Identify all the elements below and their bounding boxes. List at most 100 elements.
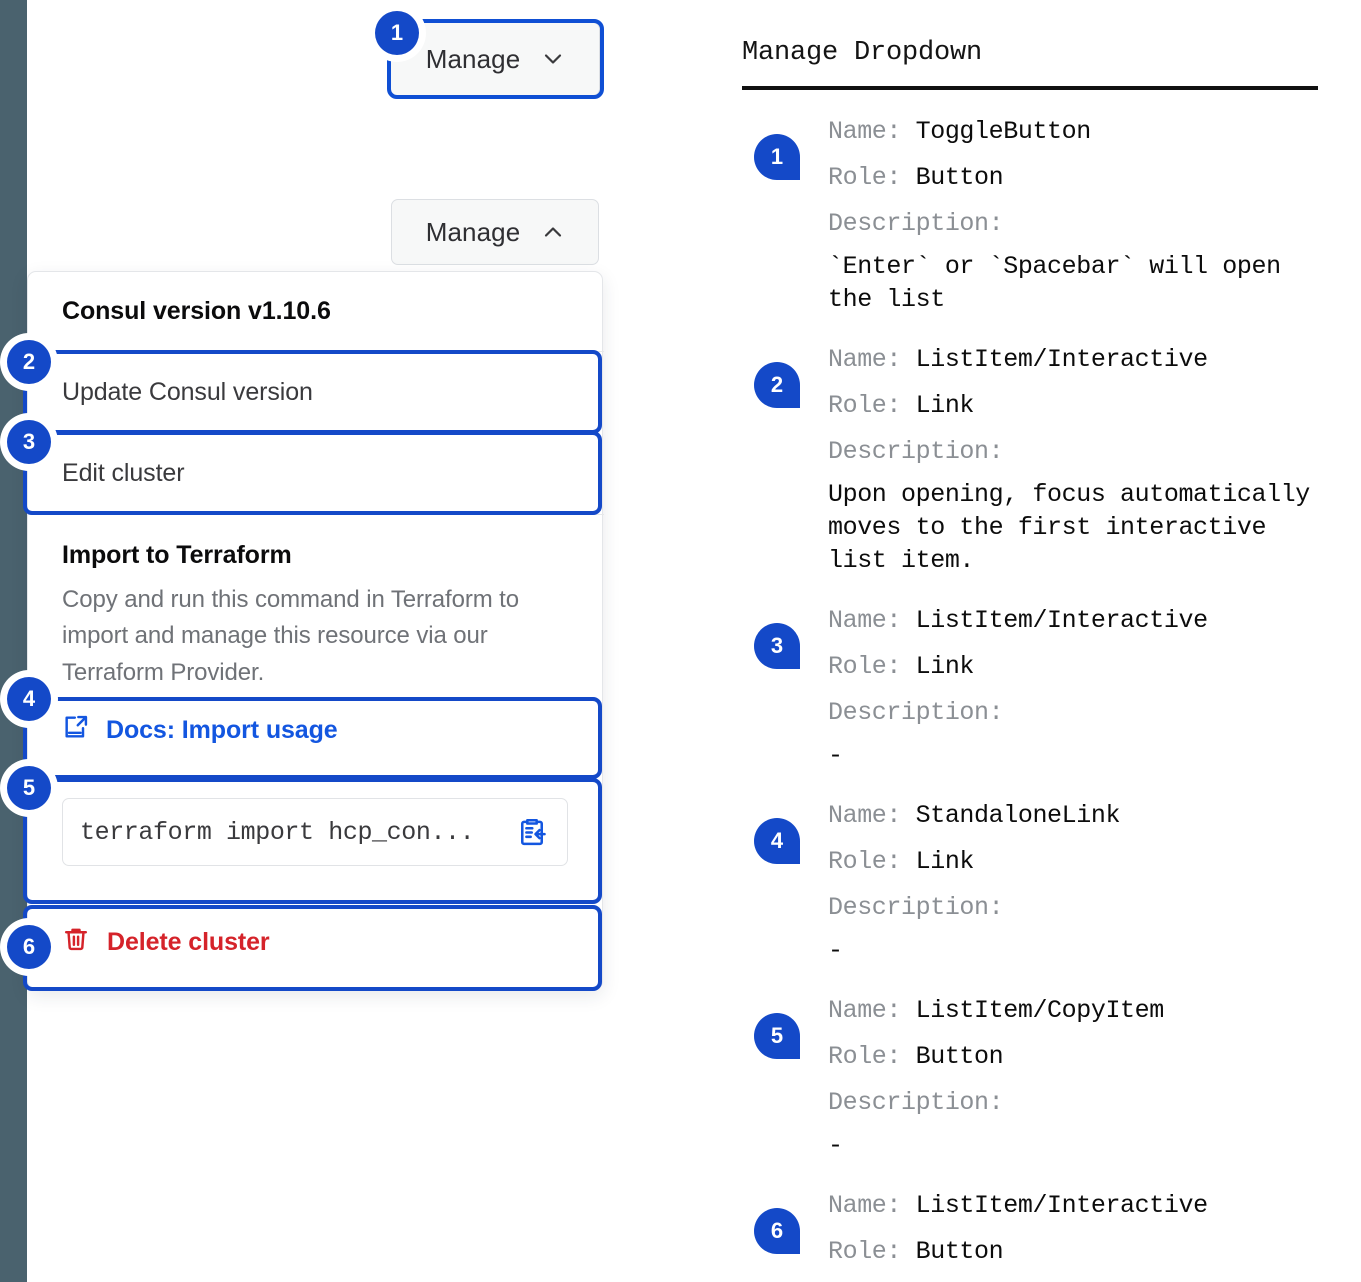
marker-badge-4: 4 [7,677,51,721]
docs-import-usage-link[interactable]: Docs: Import usage [62,713,338,748]
menu-item-copy-command[interactable]: terraform import hcp_con... [28,771,604,893]
annotation-pin-badge: 2 [754,362,800,408]
clipboard-copy-icon[interactable] [514,814,550,850]
role-value: Button [915,1042,1004,1071]
manage-button-open-label: Manage [425,216,521,247]
terraform-command-box[interactable]: terraform import hcp_con... [62,798,568,866]
delete-cluster-action[interactable]: Delete cluster [62,925,270,960]
marker-badge-2: 2 [7,340,51,384]
annotation-description-label: Description: [828,893,1004,922]
name-value: ListItem/Interactive [915,606,1208,635]
panel-divider [742,86,1318,90]
terraform-command-text: terraform import hcp_con... [80,817,475,847]
menu-item-update-consul-version[interactable]: Update Consul version [28,352,604,432]
name-value: ToggleButton [915,117,1092,146]
name-label: Name: [828,1191,902,1220]
menu-item-docs-import-usage[interactable]: Docs: Import usage [28,690,604,770]
annotation-description-label: Description: [828,437,1004,466]
annotation-pin-badge: 6 [754,1208,800,1254]
marker-badge-5: 5 [7,766,51,810]
role-value: Link [915,652,975,681]
menu-item-edit-cluster[interactable]: Edit cluster [28,433,604,513]
menu-item-delete-cluster[interactable]: Delete cluster [28,894,604,991]
name-label: Name: [828,996,902,1025]
marker-badge-6: 6 [7,925,51,969]
annotation-name-field: Name: ListItem/Interactive [828,601,1208,641]
name-label: Name: [828,801,902,830]
manage-button-label: Manage [425,43,521,74]
annotation-description-value: - [828,1131,843,1160]
docs-import-usage-label: Docs: Import usage [106,715,338,744]
name-label: Name: [828,606,902,635]
edit-cluster-label: Edit cluster [62,458,185,487]
annotation-description-value: `Enter` or `Spacebar` will open the list [828,252,1281,314]
role-label: Role: [828,847,902,876]
annotation-description-value: Upon opening, focus automatically moves … [828,480,1310,575]
annotation-description-label: Description: [828,1088,1004,1117]
left-sidebar-rail [0,0,27,1282]
annotation-panel-title: Manage Dropdown [742,38,983,68]
role-label: Role: [828,163,902,192]
update-consul-version-label: Update Consul version [62,377,313,406]
manage-toggle-button-closed[interactable]: Manage [390,22,600,96]
trash-icon [62,925,90,960]
marker-badge-3: 3 [7,420,51,464]
role-label: Role: [828,1042,902,1071]
terraform-description: Copy and run this command in Terraform t… [62,586,519,686]
annotation-name-field: Name: ListItem/CopyItem [828,991,1164,1031]
annotation-name-field: Name: ListItem/Interactive [828,1186,1318,1226]
annotation-pin-badge: 5 [754,1013,800,1059]
terraform-import-section: Import to Terraform Copy and run this co… [28,515,604,689]
role-label: Role: [828,391,902,420]
annotation-description-label: Description: [828,209,1004,238]
consul-version-heading: Consul version v1.10.6 [62,297,331,325]
annotation-description-label: Description: [828,698,1004,727]
docs-external-link-icon [62,713,90,748]
name-value: ListItem/CopyItem [915,996,1165,1025]
role-label: Role: [828,652,902,681]
marker-badge-1: 1 [375,11,419,55]
annotation-role-field: Role: Button [828,1037,1164,1077]
annotation-role-field: Role: Button [828,1232,1318,1272]
role-value: Button [915,163,1004,192]
annotation-name-field: Name: ToggleButton [828,112,1281,152]
delete-cluster-label: Delete cluster [107,928,270,956]
annotation-role-field: Role: Link [828,647,1208,687]
annotation-role-field: Role: Button [828,158,1281,198]
annotation-description-value: - [828,741,843,770]
import-to-terraform-heading: Import to Terraform [62,541,292,569]
dropdown-version-heading-row: Consul version v1.10.6 [28,272,604,351]
name-value: ListItem/Interactive [915,345,1208,374]
name-label: Name: [828,117,902,146]
name-label: Name: [828,345,902,374]
annotation-description-label: Description: [828,1278,1318,1282]
chevron-down-icon [542,48,564,70]
annotation-pin-badge: 1 [754,134,800,180]
chevron-up-icon [542,221,564,243]
role-value: Link [915,391,975,420]
annotation-role-field: Role: Link [828,842,1120,882]
annotation-name-field: Name: ListItem/Interactive [828,340,1310,380]
annotation-pin-badge: 4 [754,818,800,864]
role-value: Button [915,1237,1004,1266]
manage-toggle-button-open[interactable]: Manage [391,199,599,265]
annotation-pin-badge: 3 [754,623,800,669]
annotation-name-field: Name: StandaloneLink [828,796,1120,836]
role-label: Role: [828,1237,902,1266]
manage-dropdown-panel: Consul version v1.10.6 Update Consul ver… [27,271,604,991]
